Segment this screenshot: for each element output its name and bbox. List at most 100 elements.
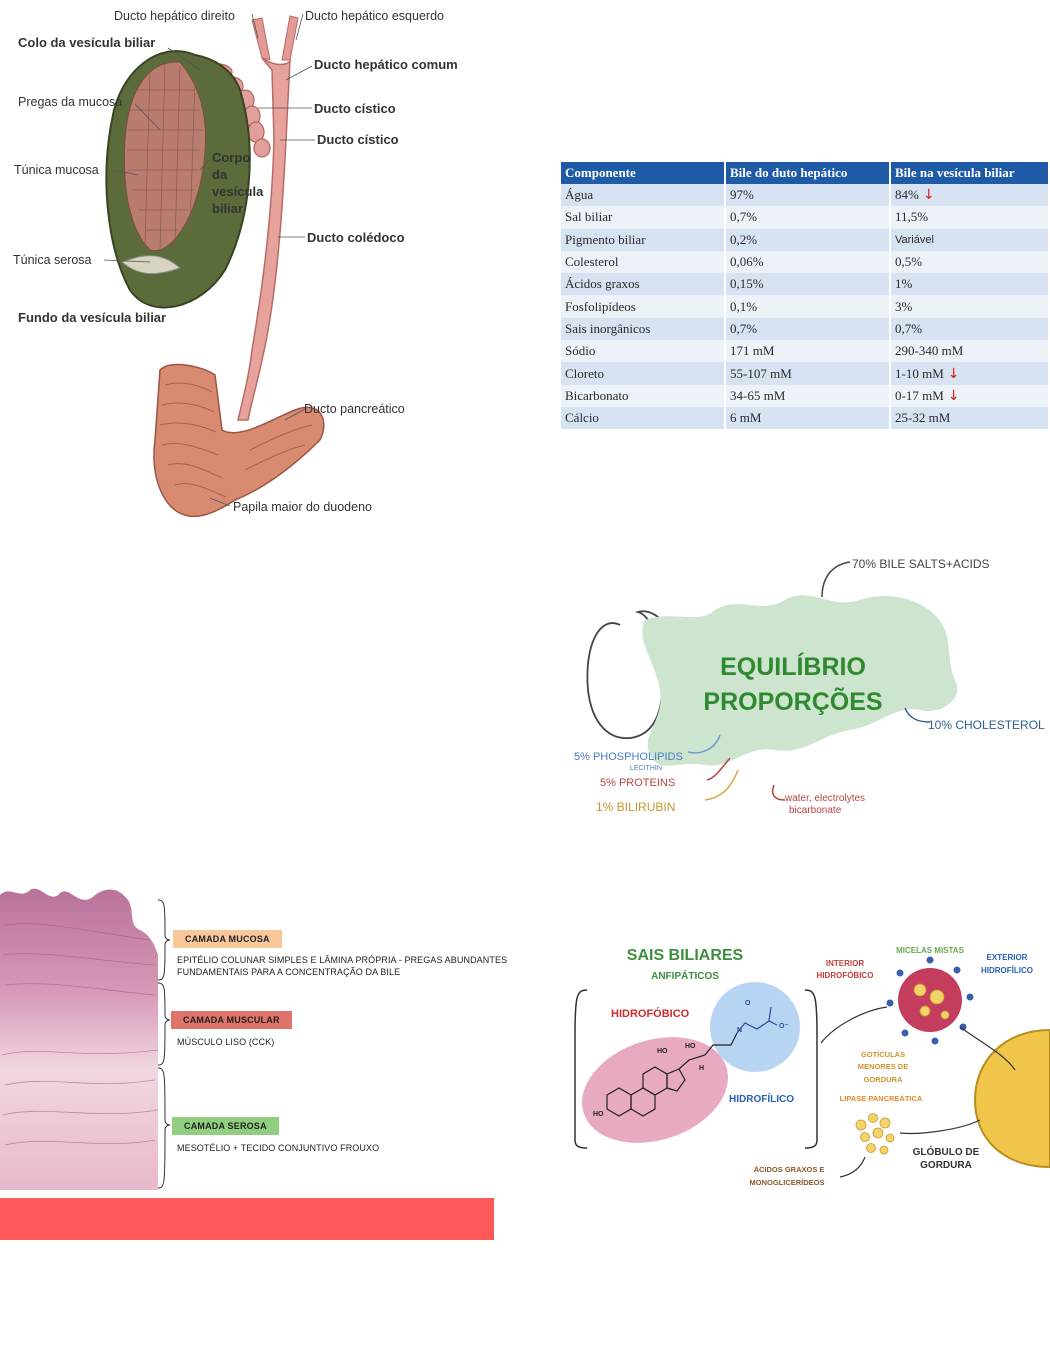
table-cell-text: Cloreto <box>565 365 604 381</box>
table-row: Sal biliar 0,7% 11,5% <box>561 206 1050 229</box>
table-cell-text: 290-340 mM <box>895 343 964 359</box>
hepatic-duct-right <box>251 17 271 61</box>
hydrophilic-region <box>710 982 800 1072</box>
camada-serosa-label: CAMADA SEROSA <box>172 1117 279 1135</box>
table-cell-text: 84% <box>895 187 919 203</box>
table-cell-componente: Ácidos graxos <box>561 273 726 296</box>
callout-bile-salts: 70% BILE SALTS+ACIDS <box>852 557 990 571</box>
label-exterior-2: HIDROFÍLICO <box>981 966 1033 975</box>
camada-mucosa-desc-2: FUNDAMENTAIS PARA A CONCENTRAÇÃO DA BILE <box>177 967 401 977</box>
salts-connector-lines <box>820 1006 1016 1178</box>
bracket-muscular <box>157 982 171 1066</box>
table-header-row: Componente Bile do duto hepático Bile na… <box>561 162 1050 184</box>
callout-bilirubin: 1% BILIRUBIN <box>596 800 675 814</box>
table-cell-text: Bicarbonato <box>565 387 629 403</box>
histology-micrograph <box>0 888 171 1190</box>
table-row: Cálcio 6 mM 25-32 mM <box>561 406 1050 430</box>
table-cell-text: 0,7% <box>730 320 758 336</box>
label-globulo-2: GORDURA <box>920 1160 972 1171</box>
table-cell-text: 11,5% <box>895 209 929 225</box>
label-interior-2: HIDROFÓBICO <box>817 971 874 980</box>
bracket-serosa <box>157 1067 171 1189</box>
proportions-title-1: EQUILÍBRIO <box>720 652 866 681</box>
table-cell-vesicula: 11,5% <box>890 206 1050 229</box>
table-cell-text: Sal biliar <box>565 209 613 225</box>
chem-o-minus: O⁻ <box>779 1023 788 1030</box>
table-cell-text: 0-17 mM <box>895 387 944 403</box>
hydrophilic-chain <box>736 1006 778 1034</box>
sketch-green-blob <box>642 595 958 766</box>
table-cell-componente: Sódio <box>561 340 726 363</box>
histology-tissue <box>0 888 158 1190</box>
table-cell-componente: Colesterol <box>561 250 726 274</box>
table-cell-text: 0,7% <box>895 320 923 336</box>
table-cell-vesicula: 25-32 mM <box>890 406 1050 430</box>
table-cell-text: Água <box>565 187 594 203</box>
table-cell-text: 1% <box>895 276 913 292</box>
table-cell-vesicula: 1-10 mM↓ <box>890 362 1050 385</box>
table-cell-text: Cálcio <box>565 410 599 426</box>
label-tunica-serosa: Túnica serosa <box>13 253 92 267</box>
table-cell-text: Pigmento biliar <box>565 231 646 247</box>
histology-texture <box>1 923 159 1146</box>
salts-right-bracket <box>804 989 818 1149</box>
label-papila: Papila maior do duodeno <box>233 500 372 514</box>
chem-o: O <box>745 1000 751 1007</box>
gallbladder-anatomy-illustration: Ducto hepático direito Ducto hepático es… <box>13 9 458 517</box>
label-colo: Colo da vesícula biliar <box>18 35 155 50</box>
callout-cholesterol: 10% CHOLESTEROL <box>928 718 1045 732</box>
table-cell-text: 25-32 mM <box>895 410 951 426</box>
proportions-callout-lines <box>687 561 931 801</box>
hydrophobic-region <box>582 1037 728 1143</box>
proportions-title-2: PROPORÇÕES <box>703 686 882 716</box>
table-cell-text: Colesterol <box>565 254 619 270</box>
table-cell-text: 6 mM <box>730 410 762 426</box>
table-cell-componente: Cloreto <box>561 362 726 385</box>
table-cell-hepatico: 6 mM <box>725 406 891 430</box>
label-corpo-4: biliar <box>212 201 243 216</box>
table-cell-vesicula: 1% <box>890 273 1050 296</box>
label-pregas: Pregas da mucosa <box>18 95 122 109</box>
label-ducto-pancreatico: Ducto pancreático <box>304 402 405 416</box>
camada-muscular-desc: MÚSCULO LISO (CCK) <box>177 1037 275 1047</box>
chem-ho-3: HO <box>685 1043 696 1050</box>
table-cell-componente: Sais inorgânicos <box>561 317 726 341</box>
label-globulo-1: GLÓBULO DE <box>913 1145 980 1158</box>
callout-water-1: water, electrolytes <box>784 793 865 804</box>
callout-phospholipids: 5% PHOSPHOLIPIDS <box>574 751 683 763</box>
mixed-micelle <box>886 956 974 1045</box>
table-cell-text: Fosfolipídeos <box>565 298 636 314</box>
table-cell-hepatico: 0,2% <box>725 228 891 251</box>
label-ducto-hepatico-comum: Ducto hepático comum <box>314 57 458 72</box>
table-header-hepatico: Bile do duto hepático <box>725 162 891 184</box>
table-cell-text: Sais inorgânicos <box>565 320 651 336</box>
table-header-componente: Componente <box>561 162 726 184</box>
table-cell-vesicula: 290-340 mM <box>890 340 1050 363</box>
table-cell-componente: Cálcio <box>561 406 726 430</box>
label-fundo: Fundo da vesícula biliar <box>18 310 166 325</box>
table-row: Pigmento biliar 0,2% Variável <box>561 228 1050 251</box>
salts-title: SAIS BILIARES <box>627 947 744 964</box>
label-exterior-1: EXTERIOR <box>987 953 1028 962</box>
table-cell-text: 1-10 mM <box>895 365 944 381</box>
salts-left-bracket <box>574 989 588 1149</box>
callout-lecithin: LECITHIN <box>630 765 662 772</box>
table-cell-text: 0,7% <box>730 209 758 225</box>
label-ducto-hepatico-esquerdo: Ducto hepático esquerdo <box>305 9 444 23</box>
chem-ho-1: HO <box>593 1111 604 1118</box>
label-hidrofilico: HIDROFÍLICO <box>729 1092 794 1105</box>
table-cell-componente: Água <box>561 184 726 207</box>
table-cell-componente: Bicarbonato <box>561 384 726 407</box>
label-corpo-2: da <box>212 167 228 182</box>
table-header-vesicula: Bile na vesícula biliar <box>890 162 1050 184</box>
duodenum <box>153 363 325 517</box>
fat-globule <box>973 1028 1050 1169</box>
camada-serosa-desc: MESOTÉLIO + TECIDO CONJUNTIVO FROUXO <box>177 1143 380 1153</box>
table-cell-vesicula: Variável <box>890 228 1050 251</box>
chem-ho-2: HO <box>657 1048 668 1055</box>
duodenum-folds <box>159 382 313 498</box>
table-cell-text: Variável <box>895 233 934 246</box>
